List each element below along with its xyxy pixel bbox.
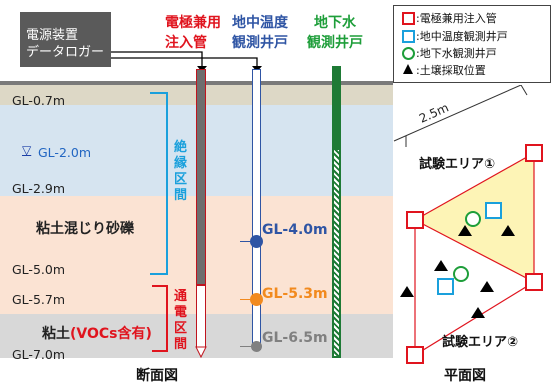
legend-green-circle-icon <box>402 47 415 60</box>
electrode-marker-left <box>406 211 424 229</box>
legend-blue-square-icon <box>402 30 415 43</box>
soil-sample-marker-1 <box>458 225 472 236</box>
electrode-marker-top <box>525 144 543 162</box>
electrode-pipe-tip <box>195 346 207 359</box>
depth-label-7.0m: GL-7.0m <box>12 347 65 362</box>
depth-label-0.7m: GL-0.7m <box>12 93 65 108</box>
sensor-label-4m: GL-4.0m <box>262 222 328 238</box>
cable-to-temperature <box>111 57 258 68</box>
legend-groundwater-text: :地下水観測井戸 <box>416 47 497 60</box>
insulated-zone-label: 絶縁区間 <box>174 140 188 203</box>
temperature-sensor-5.3m <box>250 293 263 306</box>
sensor-label-6.5m: GL-6.5m <box>262 330 328 346</box>
electrode-marker-bottom <box>406 346 424 364</box>
electrode-pipe-label-1: 電極兼用 <box>165 15 221 31</box>
plan-connector-lines <box>414 153 535 357</box>
energized-zone-label: 通電区間 <box>174 289 188 352</box>
legend-soil-sample-text: :土壌採取位置 <box>416 64 486 77</box>
electrode-marker-right <box>525 273 543 291</box>
depth-label-5.7m: GL-5.7m <box>12 292 65 307</box>
sensor-lead-4m <box>240 241 251 242</box>
gravel-layer-label: 粘土混じり砂礫 <box>36 221 134 237</box>
groundwater-well-screen <box>334 150 339 356</box>
electrode-pipe-label-2: 注入管 <box>165 35 207 51</box>
soil-sample-marker-3 <box>434 260 448 271</box>
electrode-pipe-energized <box>196 285 206 348</box>
temperature-well-pipe <box>252 69 261 350</box>
temperature-well-label-2: 観測井戸 <box>232 35 288 51</box>
test-area-2-label: 試験エリア② <box>442 335 519 350</box>
sensor-lead-6.5m <box>240 346 251 347</box>
soil-sample-marker-5 <box>400 286 414 297</box>
groundwater-well-label-2: 観測井戸 <box>307 35 363 51</box>
groundwater-well-marker-1 <box>465 211 481 227</box>
insulated-zone-bracket <box>150 92 168 275</box>
depth-label-2.0m: GL-2.0m <box>38 145 91 160</box>
soil-sample-marker-6 <box>471 307 485 318</box>
device-label-1: 電源装置 <box>26 28 79 43</box>
dimension-line <box>393 85 522 142</box>
groundwater-well-marker-2 <box>453 266 469 282</box>
groundwater-well-label-1: 地下水 <box>314 15 356 31</box>
cable-to-electrode <box>111 51 203 68</box>
dimension-tick-right <box>520 85 528 96</box>
temperature-well-label-1: 地中温度 <box>232 15 288 31</box>
plan-edge-bottom <box>414 219 535 283</box>
device-label-2: データロガー <box>26 45 105 60</box>
legend-red-square-icon <box>402 12 415 25</box>
soil-sample-marker-4 <box>480 281 494 292</box>
power-datalogger-box <box>20 12 111 67</box>
temperature-well-marker-2 <box>437 278 454 295</box>
plan-view <box>393 85 543 364</box>
temperature-well-marker-1 <box>485 202 502 219</box>
depth-label-5.0m: GL-5.0m <box>12 262 65 277</box>
sensor-lead-5.3m <box>240 299 251 300</box>
test-area-1-label: 試験エリア① <box>419 157 496 172</box>
plan-edge-left <box>414 152 535 221</box>
electrode-pipe-insulated <box>196 69 206 285</box>
plan-caption: 平面図 <box>444 368 486 384</box>
legend-temperature-text: :地中温度観測井戸 <box>416 30 508 43</box>
clay-layer-label: 粘土(VOCs含有) <box>42 323 152 343</box>
temperature-sensor-6.5m <box>251 341 262 352</box>
legend-electrode-text: :電極兼用注入管 <box>416 12 497 25</box>
sensor-label-5.3m: GL-5.3m <box>262 286 328 302</box>
legend-black-triangle-icon <box>403 64 413 74</box>
temperature-sensor-4m <box>250 235 263 248</box>
energized-zone-bracket <box>152 285 168 352</box>
soil-sample-marker-2 <box>501 225 515 236</box>
legend-box <box>393 5 551 83</box>
clay-label-prefix: 粘土 <box>42 326 70 342</box>
clay-label-suffix: (VOCs含有) <box>70 326 152 342</box>
water-level-symbol: ▽ <box>22 143 32 157</box>
depth-label-2.9m: GL-2.9m <box>12 181 65 196</box>
section-caption: 断面図 <box>136 368 178 384</box>
